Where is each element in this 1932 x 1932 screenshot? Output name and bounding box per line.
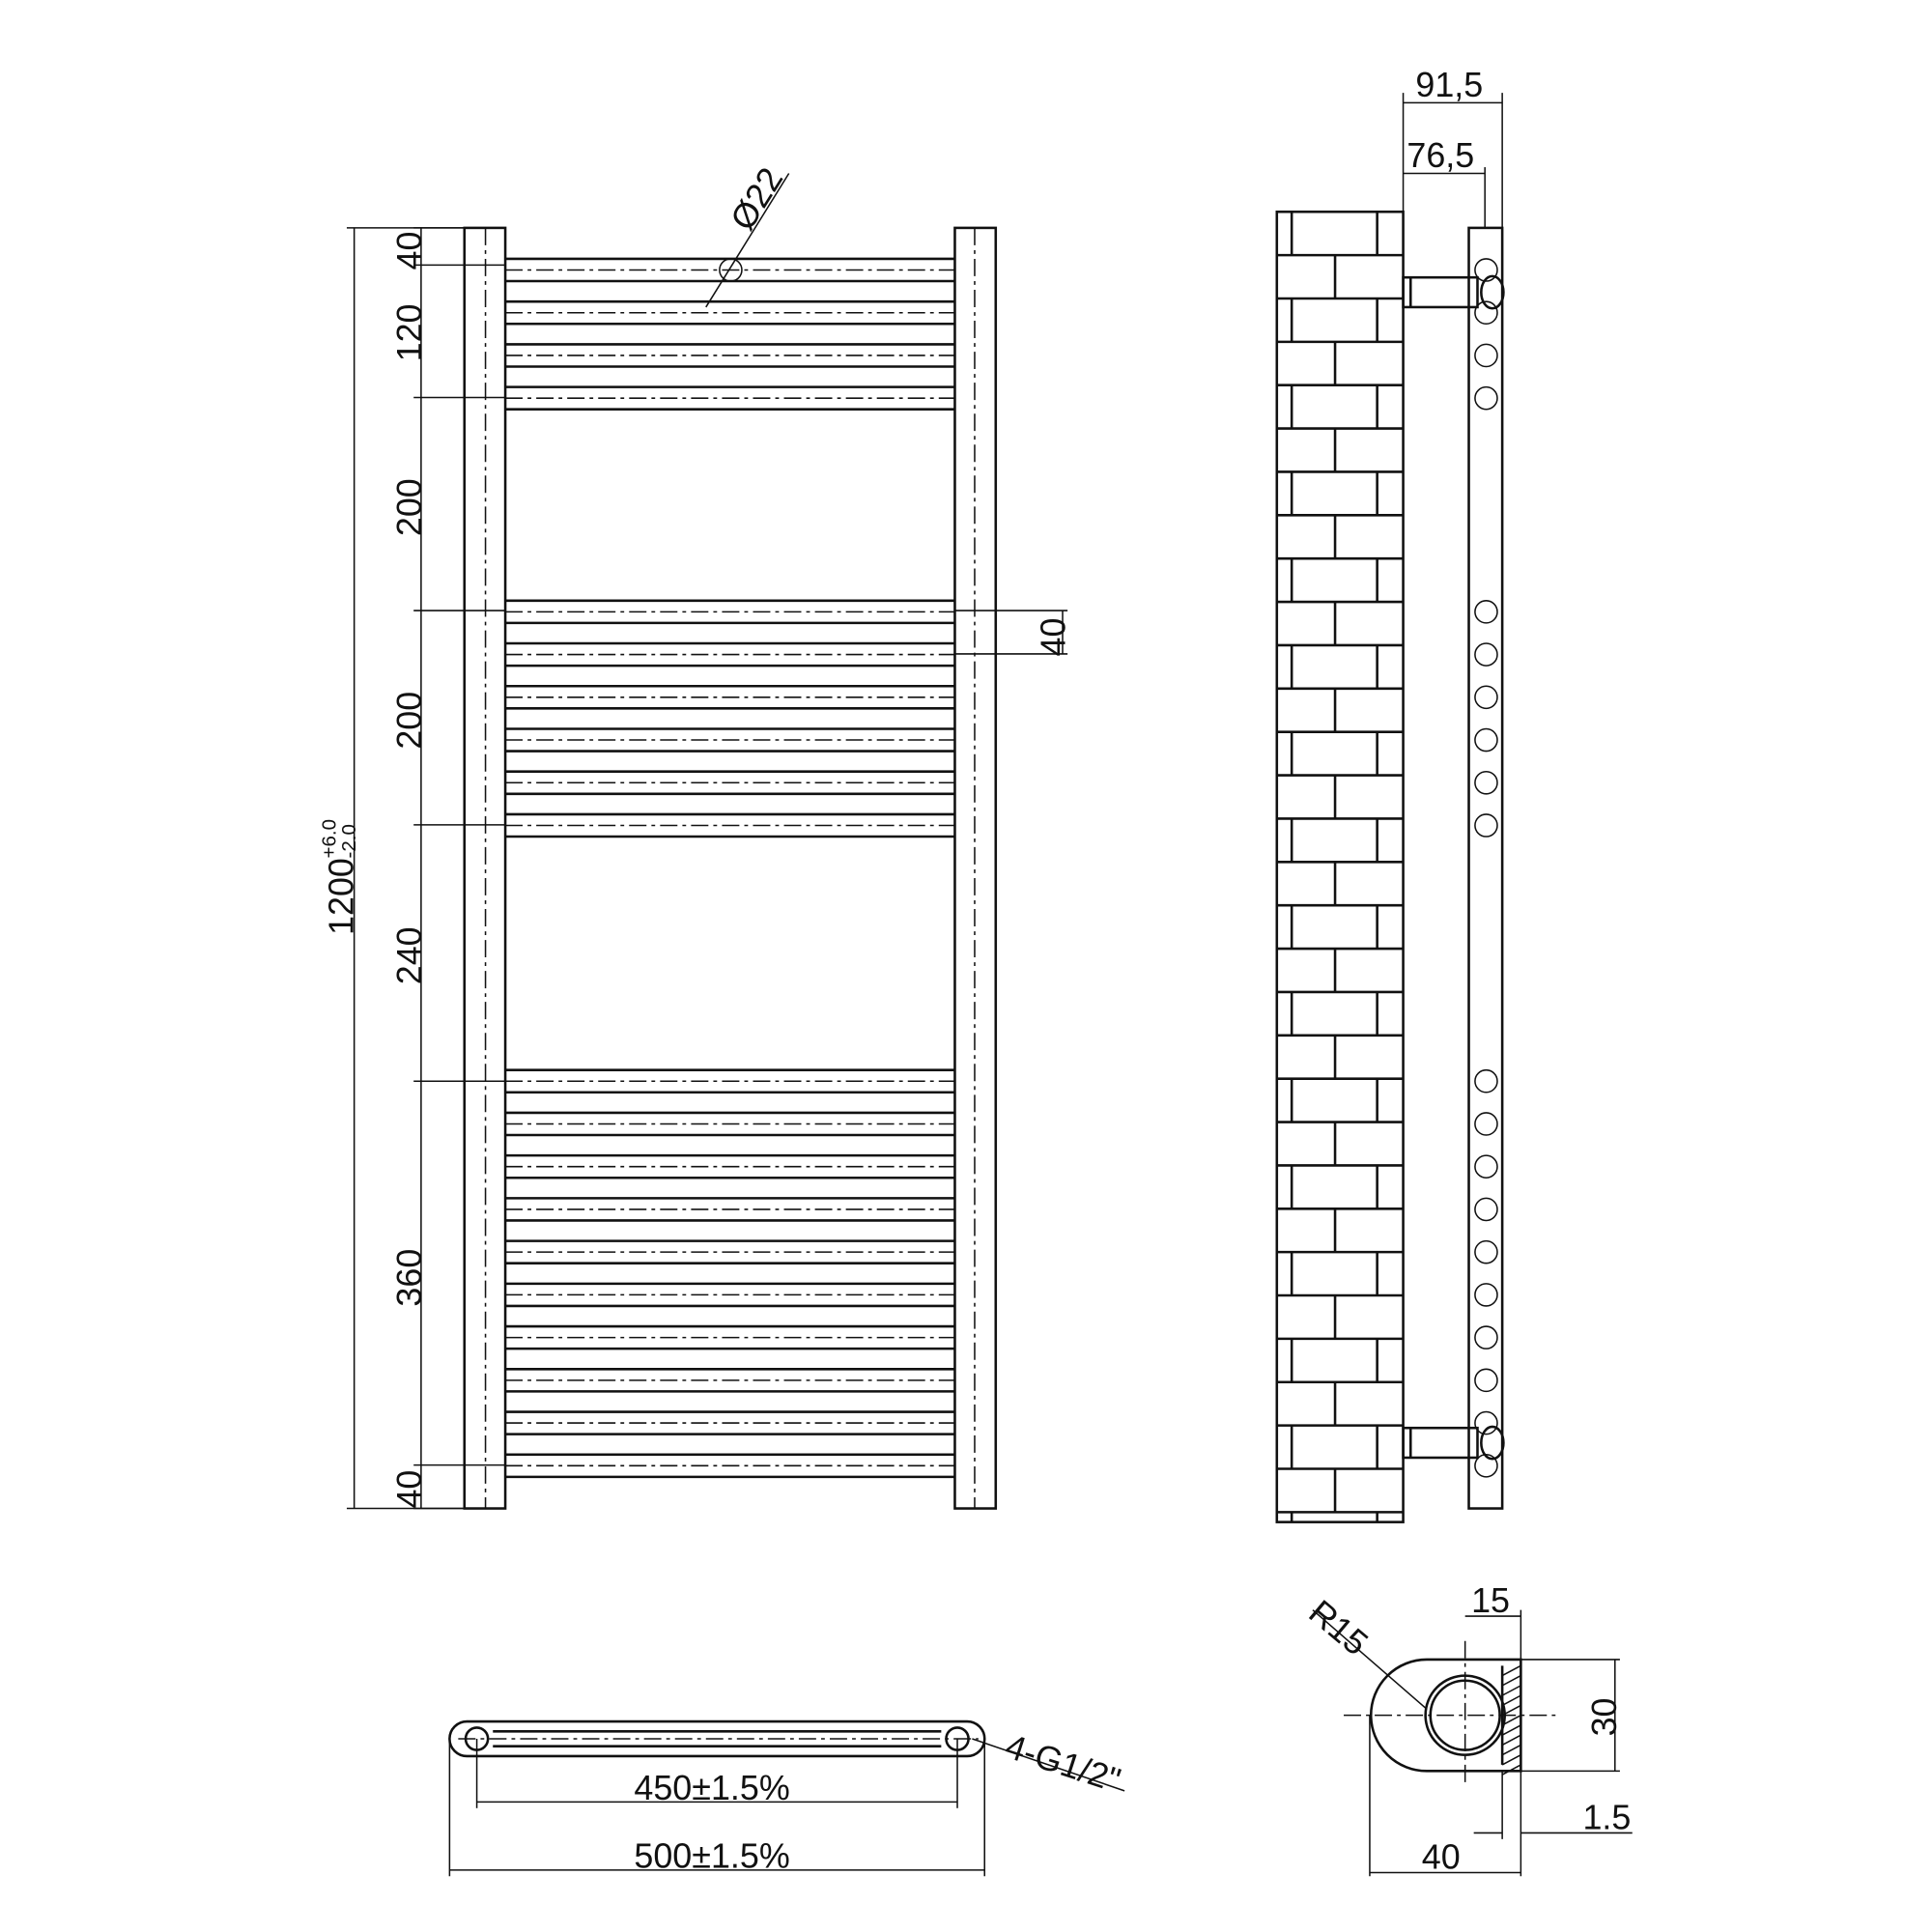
tube-section — [1474, 1197, 1498, 1222]
tube-section — [1474, 642, 1498, 667]
top-view: 450±1.5% 500±1.5% 4-G1/2" — [448, 1719, 1125, 1877]
hatch-line — [1501, 1664, 1521, 1677]
tube-section — [1474, 600, 1498, 624]
tube-section — [1474, 770, 1498, 795]
tube-section — [1474, 300, 1498, 326]
hatch-line — [1501, 1714, 1521, 1726]
bracket-arm — [1402, 1426, 1479, 1460]
tube-section — [1474, 1068, 1498, 1094]
overall-height-label: 1200 +6.0 -2.0 — [318, 819, 360, 935]
spacing-label-7: 40 — [390, 1470, 429, 1509]
bracket-arm — [1402, 275, 1479, 309]
tube-sections — [1474, 258, 1498, 1478]
tube-section — [1474, 1239, 1498, 1264]
bracket-detail: 15 30 1.5 40 R15 — [1301, 1581, 1633, 1877]
tube-diameter-label: Ø22 — [724, 161, 791, 238]
connection-leader — [972, 1738, 1125, 1792]
hatch-line — [1501, 1764, 1521, 1776]
spacing-label-6: 360 — [390, 1249, 429, 1307]
spacing-label-1: 40 — [390, 232, 429, 270]
depth-outer-label: 91,5 — [1415, 66, 1483, 104]
bracket-clamp — [1480, 1425, 1505, 1461]
tube-section — [1474, 258, 1498, 282]
centers-label: 450±1.5% — [634, 1769, 789, 1807]
flange-label: 15 — [1471, 1581, 1510, 1620]
brick-wall — [1276, 210, 1404, 1522]
tube-section — [1474, 1368, 1498, 1393]
tube-pitch-label: 40 — [1035, 618, 1073, 657]
tube-section — [1474, 813, 1498, 838]
tube-section-marker — [719, 258, 743, 282]
spacing-label-5: 240 — [390, 926, 429, 984]
thickness-label: 1.5 — [1582, 1799, 1631, 1837]
wall-bracket-top — [1402, 274, 1505, 310]
connection-label: 4-G1/2" — [1001, 1727, 1125, 1801]
radiator-side-rail — [1467, 226, 1504, 1510]
wall-outline — [1275, 210, 1405, 1523]
hatch-line — [1501, 1685, 1521, 1696]
tube-section — [1474, 385, 1498, 411]
radius-label: R15 — [1301, 1593, 1375, 1663]
tube-section — [1474, 1283, 1498, 1307]
tolerance-minus: -2.0 — [338, 824, 360, 858]
hatch-line — [1501, 1734, 1521, 1747]
tube-section — [1474, 727, 1498, 753]
diameter-leader — [705, 173, 790, 308]
hatch-line — [1501, 1674, 1521, 1687]
hatch-line — [1501, 1724, 1521, 1736]
tube-section — [1474, 1154, 1498, 1179]
spacing-label-3: 200 — [390, 478, 429, 536]
tube-section — [1474, 685, 1498, 710]
tube-section — [1474, 1112, 1498, 1136]
side-view: 91,5 76,5 — [1275, 66, 1505, 1523]
tube-section — [1474, 1410, 1498, 1435]
tubes — [505, 257, 955, 1479]
hatch-line — [1501, 1694, 1521, 1707]
tolerance-plus: +6.0 — [318, 819, 340, 858]
overall-height-value: 1200 — [322, 858, 360, 935]
spacing-label-4: 200 — [390, 692, 429, 750]
bracket-outline — [1370, 1658, 1522, 1773]
flange-hatch — [1501, 1664, 1521, 1776]
radius-leader — [1312, 1609, 1428, 1710]
hatch-line — [1501, 1753, 1521, 1766]
tube-section — [1474, 343, 1498, 368]
spacing-ticks — [413, 227, 506, 1510]
hatch-line — [1501, 1704, 1521, 1717]
width-label: 500±1.5% — [634, 1836, 789, 1875]
spacing-label-2: 120 — [390, 303, 429, 361]
front-view: 1200 +6.0 -2.0 40 120 200 200 240 360 40… — [318, 161, 1073, 1510]
depth-inner-label: 76,5 — [1406, 136, 1474, 175]
height-label: 30 — [1585, 1698, 1624, 1737]
wall-bracket-bottom — [1402, 1425, 1505, 1461]
hatch-line — [1501, 1744, 1521, 1756]
depth-label: 40 — [1422, 1838, 1461, 1877]
tube-section — [1474, 1325, 1498, 1350]
bracket-clamp — [1480, 274, 1505, 310]
